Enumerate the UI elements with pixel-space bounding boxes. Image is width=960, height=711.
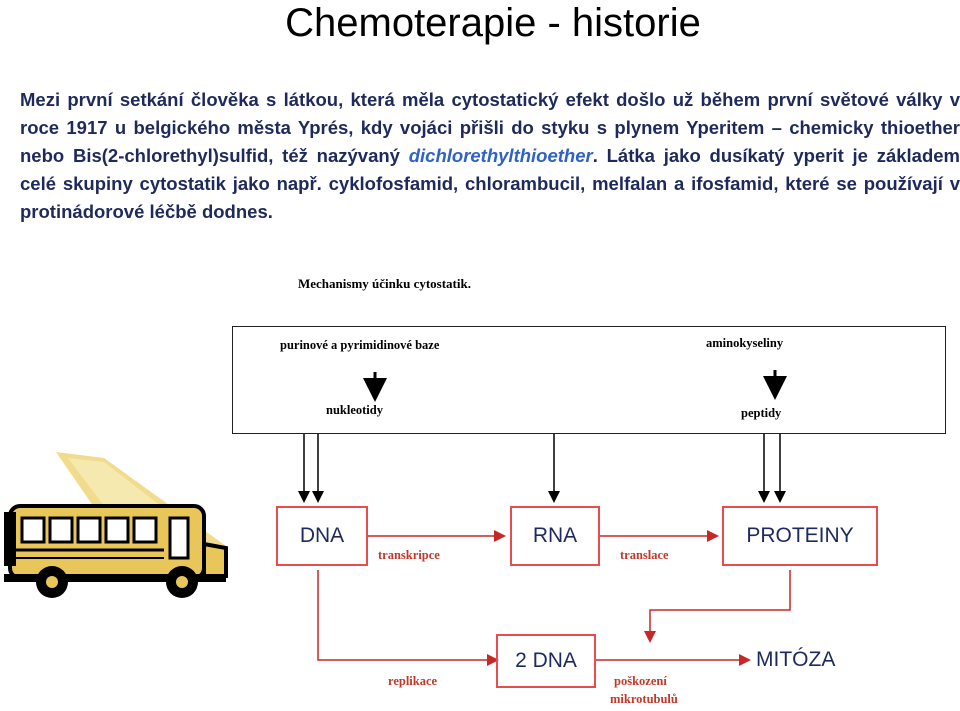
intro-term: dichlorethylthioether: [408, 145, 593, 166]
label-replication: replikace: [388, 674, 438, 688]
label-peptides: peptidy: [741, 406, 782, 420]
label-nucleotides: nukleotidy: [326, 403, 383, 417]
intro-paragraph: Mezi první setkání člověka s látkou, kte…: [20, 86, 960, 226]
intro-text-2: . Látka jako dusíkatý yperit je základem…: [20, 145, 960, 222]
label-damage-2: mikrotubulů: [610, 692, 678, 706]
label-mitosis: MITÓZA: [756, 648, 836, 671]
label-transcription: transkripce: [378, 548, 440, 562]
label-damage-1: poškození: [614, 674, 667, 688]
box-proteins: PROTEINY: [722, 506, 878, 566]
box-rna: RNA: [510, 506, 600, 566]
box-dna2: 2 DNA: [496, 634, 596, 688]
mechanism-box: [232, 326, 946, 434]
box-dna: DNA: [276, 506, 368, 566]
diagram-title: Mechanismy účinku cytostatik.: [298, 276, 471, 291]
label-translation: translace: [620, 548, 669, 562]
page-title: Chemoterapie - historie: [285, 1, 701, 45]
label-purines: purinové a pyrimidinové baze: [280, 338, 440, 352]
school-bus-icon: [4, 452, 228, 598]
intro-text-1: Mezi první setkání člověka s látkou, kte…: [20, 89, 960, 166]
label-aminoacids: aminokyseliny: [706, 336, 784, 350]
